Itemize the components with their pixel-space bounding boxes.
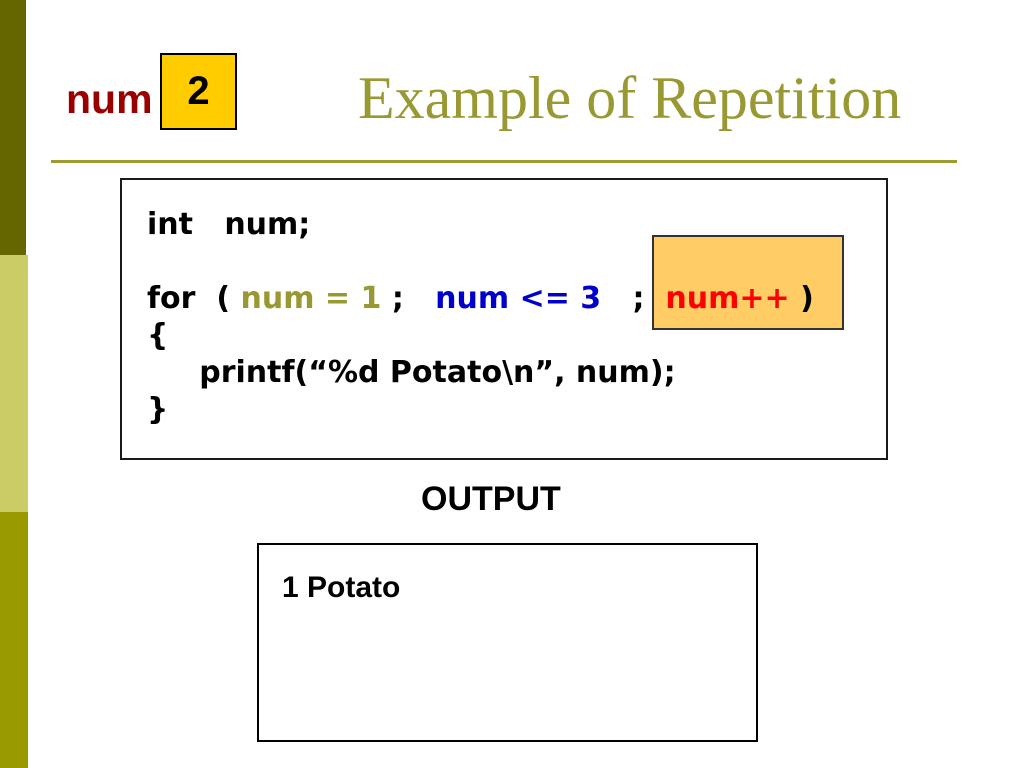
for-init: num = 1 [240,281,382,316]
for-condition: num <= 3 [435,281,602,316]
for-separator-2: ; [601,281,666,316]
sidebar-bar-bottom [0,512,28,768]
for-increment: num++ [665,281,790,316]
code-brace-open: { [147,318,169,353]
code-line-printf: printf(“%d Potato\n”, num); [147,355,676,390]
code-brace-close: } [147,392,169,427]
code-box: int num; for ( num = 1 ; num <= 3 ; num+… [120,178,888,460]
slide-title: Example of Repetition [358,65,902,131]
variable-label: num [66,76,153,122]
sidebar-bar-top [0,0,26,255]
output-label: OUTPUT [421,480,561,518]
for-keyword: for ( [147,281,241,316]
variable-value: 2 [187,69,210,113]
variable-value-box: 2 [160,53,237,130]
code-line-int: int num; [147,207,311,242]
output-box: 1 Potato [257,543,758,742]
highlight-anchor: num++ ) [652,235,845,330]
output-line: 1 Potato [282,571,401,604]
title-underline [51,160,957,163]
for-close-paren: ) [789,281,814,316]
for-separator-1: ; [381,281,436,316]
for-loop-line: for ( num = 1 ; num <= 3 ; num++ ) [147,235,886,330]
sidebar-bar-middle [0,255,28,512]
